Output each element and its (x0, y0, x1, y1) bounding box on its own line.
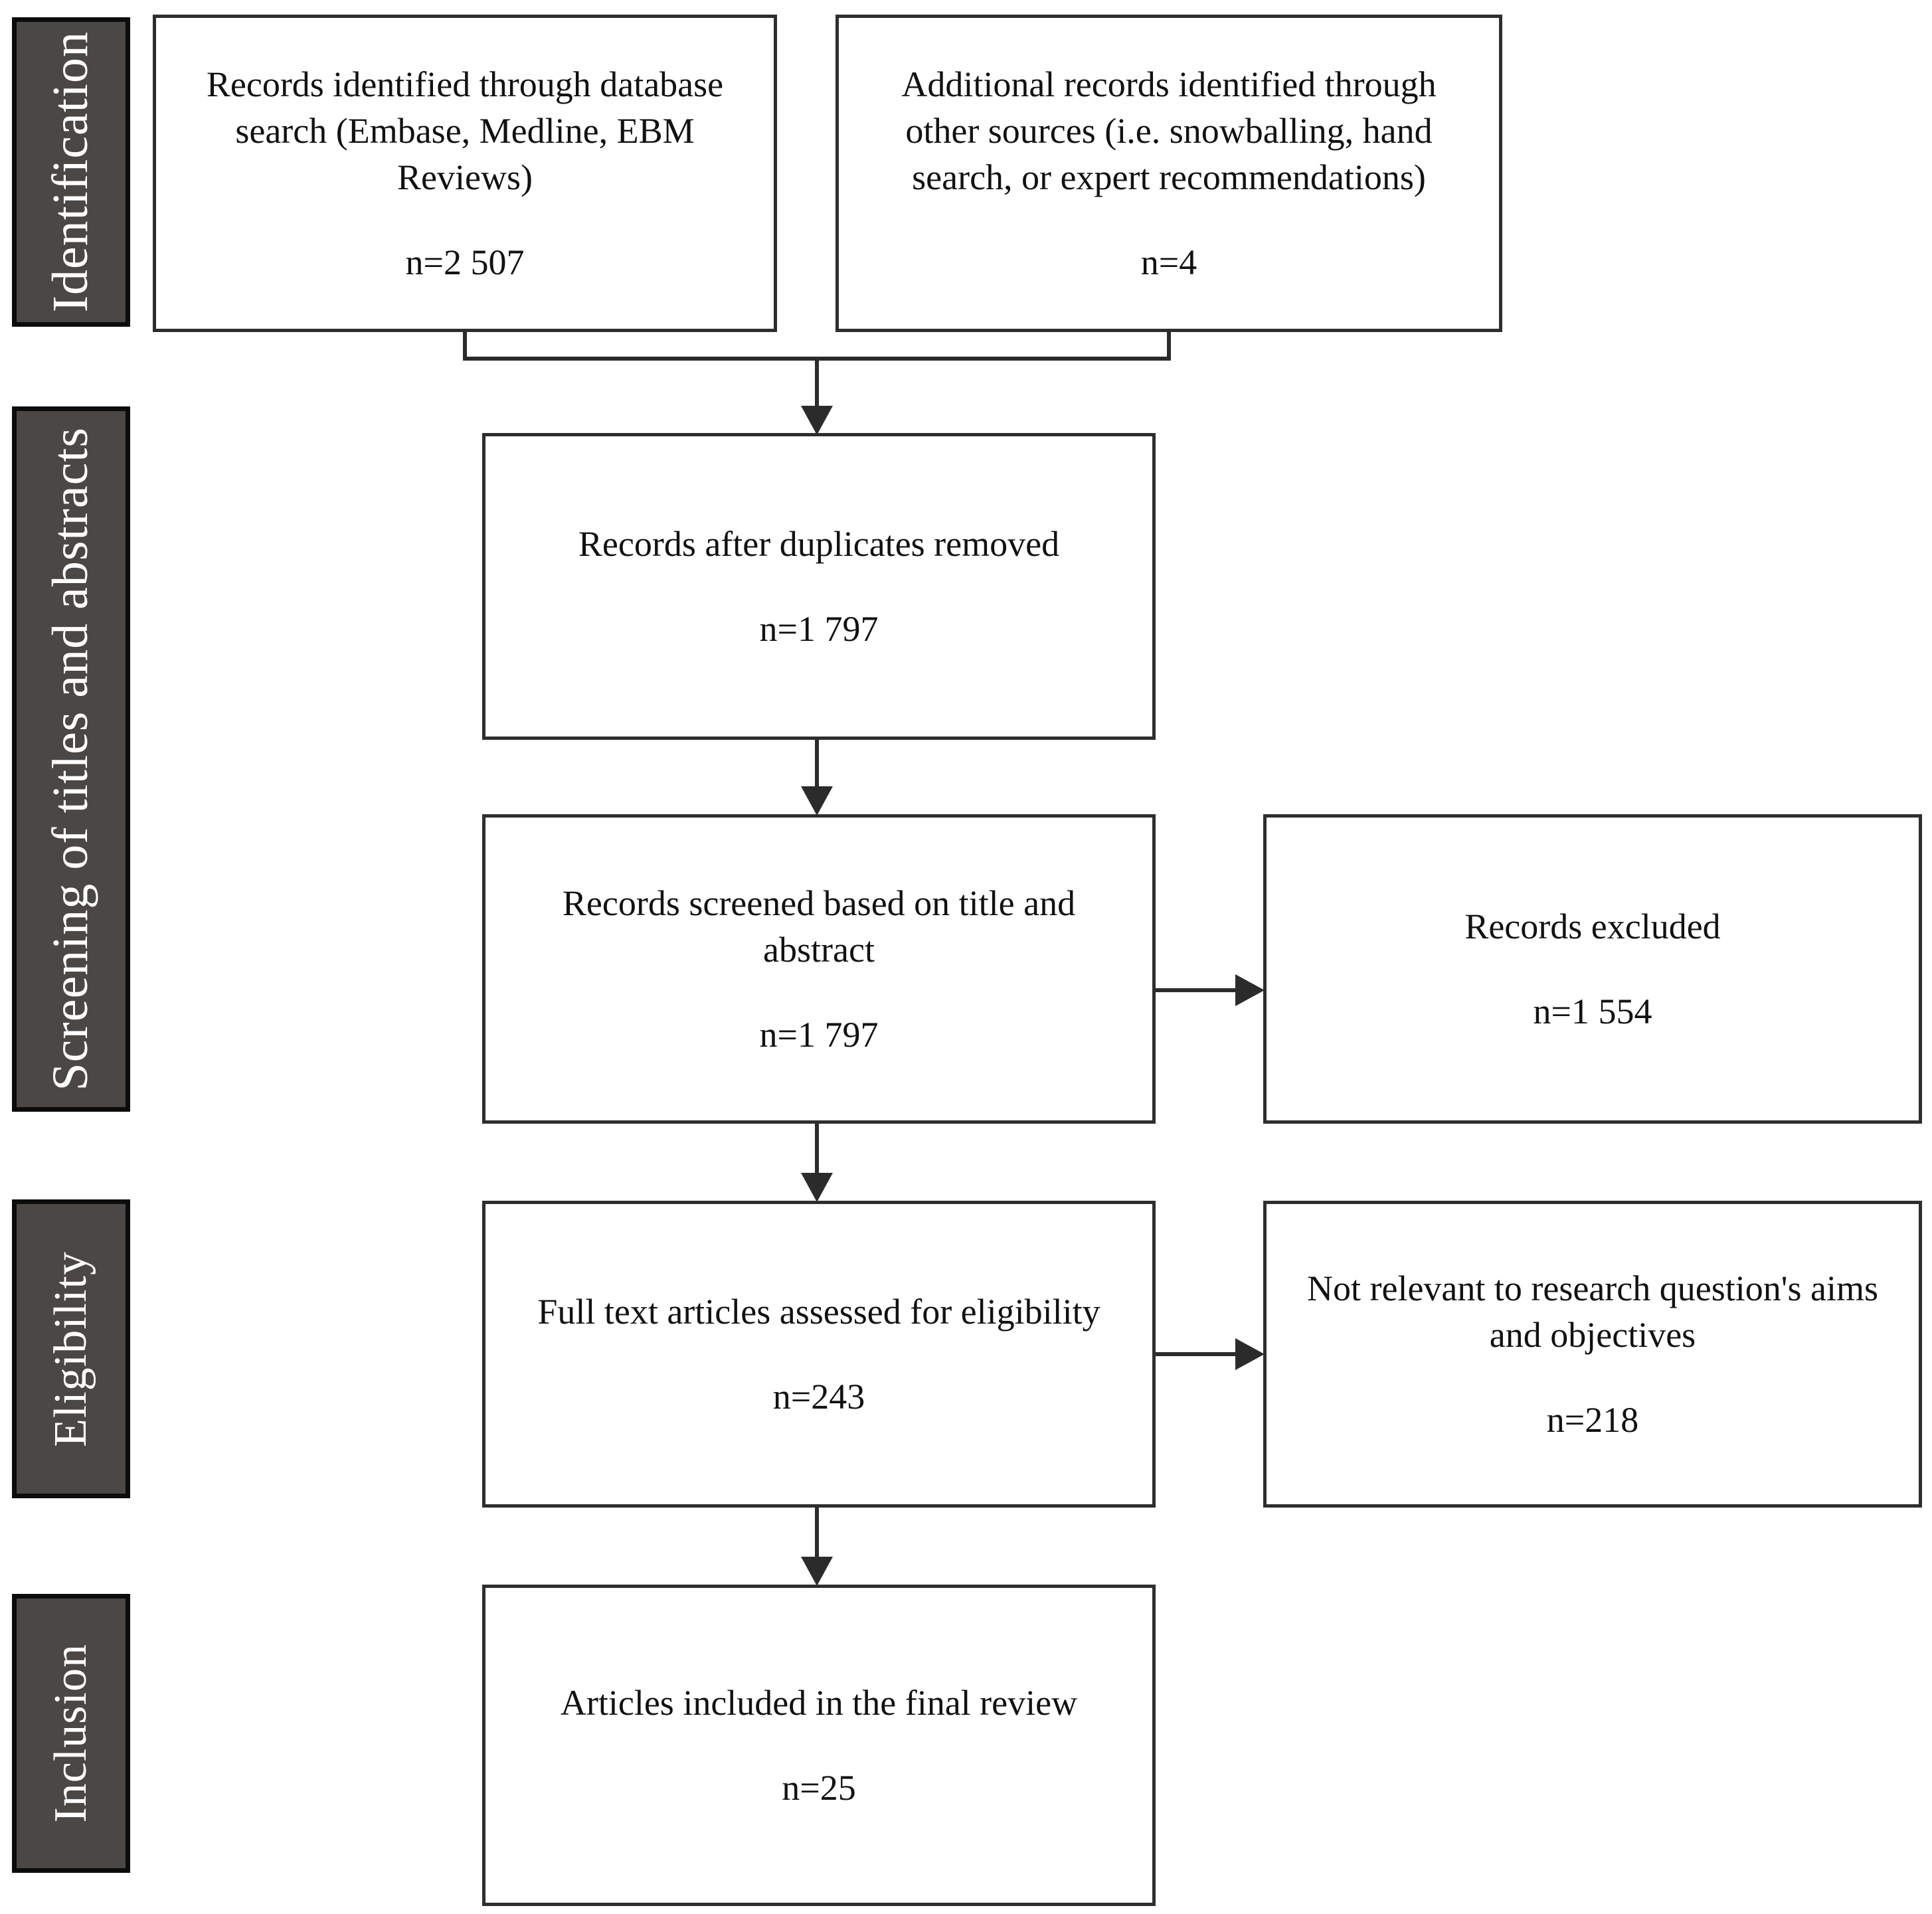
box-not-relevant: Not relevant to research question's aims… (1263, 1201, 1922, 1508)
box-other-sources: Additional records identified through ot… (835, 15, 1502, 332)
stage-label-inclusion: Inclusion (12, 1594, 130, 1873)
stage-label-screening: Screening of titles and abstracts (12, 406, 130, 1112)
connector-duplicates-to-screened (815, 740, 819, 789)
box-records-excluded: Records excluded n=1 554 (1263, 814, 1922, 1124)
arrow-down-to-duplicates (801, 406, 833, 435)
box-records-screened-title: Records screened based on title and abst… (562, 883, 1076, 970)
box-articles-included: Articles included in the final review n=… (482, 1585, 1156, 1906)
stage-label-screening-text: Screening of titles and abstracts (43, 427, 99, 1091)
arrow-down-to-fulltext (801, 1173, 833, 1202)
arrow-right-to-excluded (1235, 974, 1265, 1006)
box-duplicates-removed: Records after duplicates removed n=1 797 (482, 433, 1156, 740)
stage-label-identification-text: Identification (43, 31, 99, 313)
box-database-search: Records identified through database sear… (153, 15, 777, 332)
box-records-screened: Records screened based on title and abst… (482, 814, 1156, 1124)
connector-screened-to-excluded (1156, 988, 1238, 992)
connector-screened-to-fulltext (815, 1124, 819, 1175)
connector-merge-stem (815, 357, 819, 410)
box-full-text-assessed-title: Full text articles assessed for eligibil… (537, 1291, 1100, 1332)
arrow-down-to-included (801, 1557, 833, 1586)
arrow-down-to-screened (801, 786, 833, 816)
stage-label-inclusion-text: Inclusion (45, 1644, 97, 1823)
box-articles-included-count: n=25 (782, 1768, 856, 1808)
box-not-relevant-title: Not relevant to research question's aims… (1307, 1268, 1878, 1355)
stage-label-eligibility: Eligibility (12, 1199, 130, 1498)
box-records-excluded-title: Records excluded (1464, 906, 1721, 946)
box-records-screened-count: n=1 797 (759, 1015, 879, 1055)
box-database-search-title: Records identified through database sear… (206, 64, 724, 197)
connector-fulltext-to-included (815, 1508, 819, 1559)
box-database-search-count: n=2 507 (405, 242, 525, 283)
box-full-text-assessed: Full text articles assessed for eligibil… (482, 1201, 1156, 1508)
box-articles-included-title: Articles included in the final review (560, 1682, 1078, 1723)
box-duplicates-removed-title: Records after duplicates removed (578, 523, 1060, 564)
box-other-sources-count: n=4 (1140, 242, 1197, 283)
box-full-text-assessed-count: n=243 (772, 1377, 865, 1417)
box-not-relevant-count: n=218 (1546, 1400, 1639, 1440)
stage-label-eligibility-text: Eligibility (45, 1251, 97, 1447)
box-duplicates-removed-count: n=1 797 (759, 609, 879, 649)
connector-db-search-drop (463, 332, 467, 361)
box-other-sources-title: Additional records identified through ot… (901, 64, 1437, 197)
box-records-excluded-count: n=1 554 (1533, 992, 1652, 1031)
arrow-right-to-notrelevant (1235, 1338, 1265, 1370)
connector-other-sources-drop (1167, 332, 1171, 361)
connector-fulltext-to-notrelevant (1156, 1352, 1238, 1356)
stage-label-identification: Identification (12, 17, 130, 327)
